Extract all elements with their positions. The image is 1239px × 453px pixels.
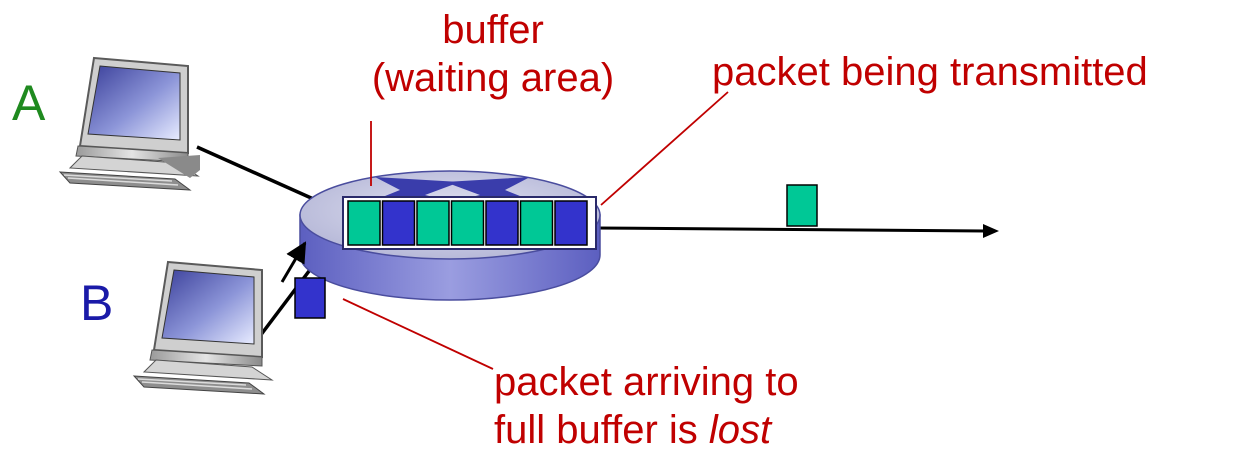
- lost-label: packet arriving to full buffer is lost: [494, 362, 799, 450]
- buffer-label: buffer (waiting area): [328, 10, 658, 98]
- outgoing-link: [595, 226, 986, 233]
- buffer-packet-blue: [381, 200, 416, 246]
- lost-label-prefix: full buffer is: [494, 408, 709, 452]
- transmitted-packet: [786, 184, 818, 227]
- host-b-label: B: [80, 275, 114, 331]
- buffer-label-line2: (waiting area): [371, 56, 615, 100]
- buffer-packet-blue: [485, 200, 519, 246]
- buffer-packets: [347, 200, 588, 246]
- transmitted-pointer-line: [600, 91, 729, 206]
- arriving-packet: [294, 277, 326, 319]
- transmitted-label: packet being transmitted: [712, 50, 1148, 94]
- lost-label-emphasis: lost: [708, 408, 772, 452]
- lost-pointer-line: [342, 298, 494, 370]
- host-a-label: A: [12, 75, 46, 131]
- buffer-packet-green: [519, 200, 554, 246]
- buffer-packet-green: [347, 200, 381, 246]
- computer-icon: [132, 260, 274, 395]
- buffer-label-line1: buffer: [442, 8, 544, 52]
- arriving-arrow: [280, 241, 307, 283]
- lost-label-line2: full buffer is lost: [494, 410, 799, 450]
- buffer-packet-green: [416, 200, 450, 246]
- buffer-packet-green: [450, 200, 485, 246]
- lost-label-line1: packet arriving to: [494, 360, 799, 404]
- computer-icon: [58, 56, 200, 191]
- buffer-packet-blue: [554, 200, 588, 246]
- arrow-icon: [983, 224, 999, 238]
